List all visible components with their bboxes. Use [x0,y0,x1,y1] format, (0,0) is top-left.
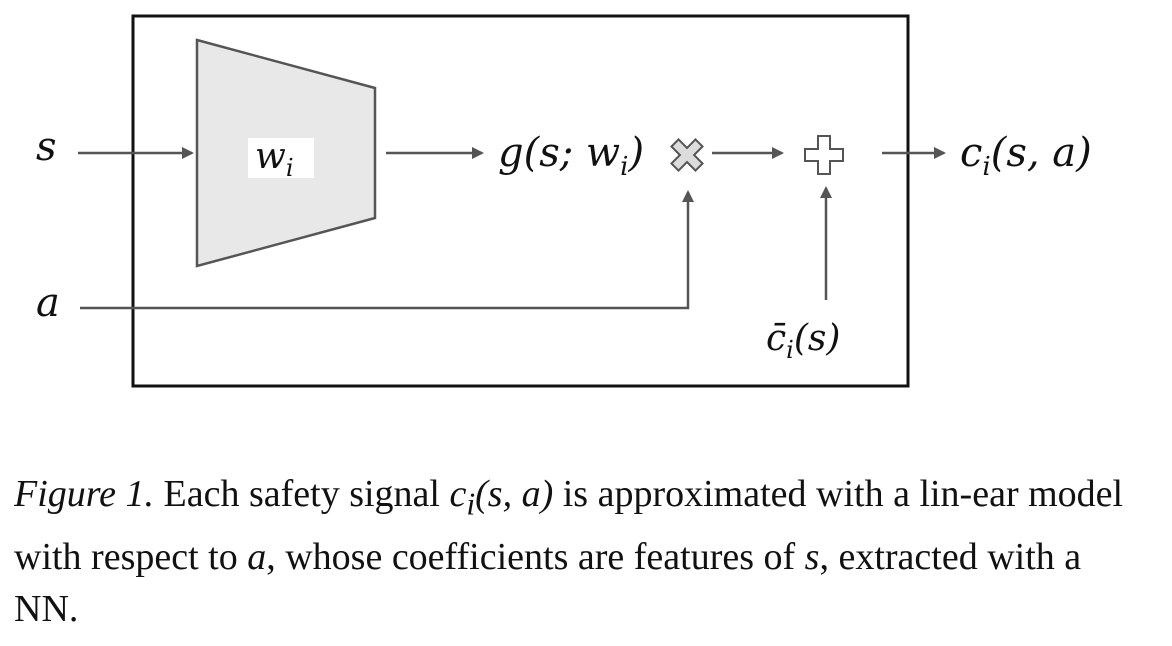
caption-math-a: a [247,535,267,578]
output-label: ci(s, a) [960,130,1092,182]
add-icon [804,135,844,175]
weight-label-bg [248,138,314,178]
input-a-label: a [36,280,60,326]
caption-text-3: , whose coefficients are features of [266,535,805,578]
caption-label: Figure 1. [14,473,155,515]
caption-math-s: s [804,535,820,578]
input-s-label: s [36,124,57,170]
weight-label: wi [255,136,294,182]
multiply-icon [670,138,704,172]
caption-text-1: Each safety signal [154,473,450,515]
diagram: wi s g(s; wi) ci(s, a) a c̄i(s) [36,14,1092,388]
caption-math-ci: ci(s, a) [449,473,554,522]
a-path-arrow [80,190,694,310]
bias-label: c̄i(s) [766,318,840,364]
outer-box [131,14,910,388]
g-output-label: g(s; wi) [498,130,644,182]
caption-text-2: is approximated with a lin-ear model wit… [14,473,1124,578]
caption-text-4: , extracted with a NN. [14,535,1082,630]
figure-caption: Figure 1. Each safety signal ci(s, a) is… [14,468,1154,635]
